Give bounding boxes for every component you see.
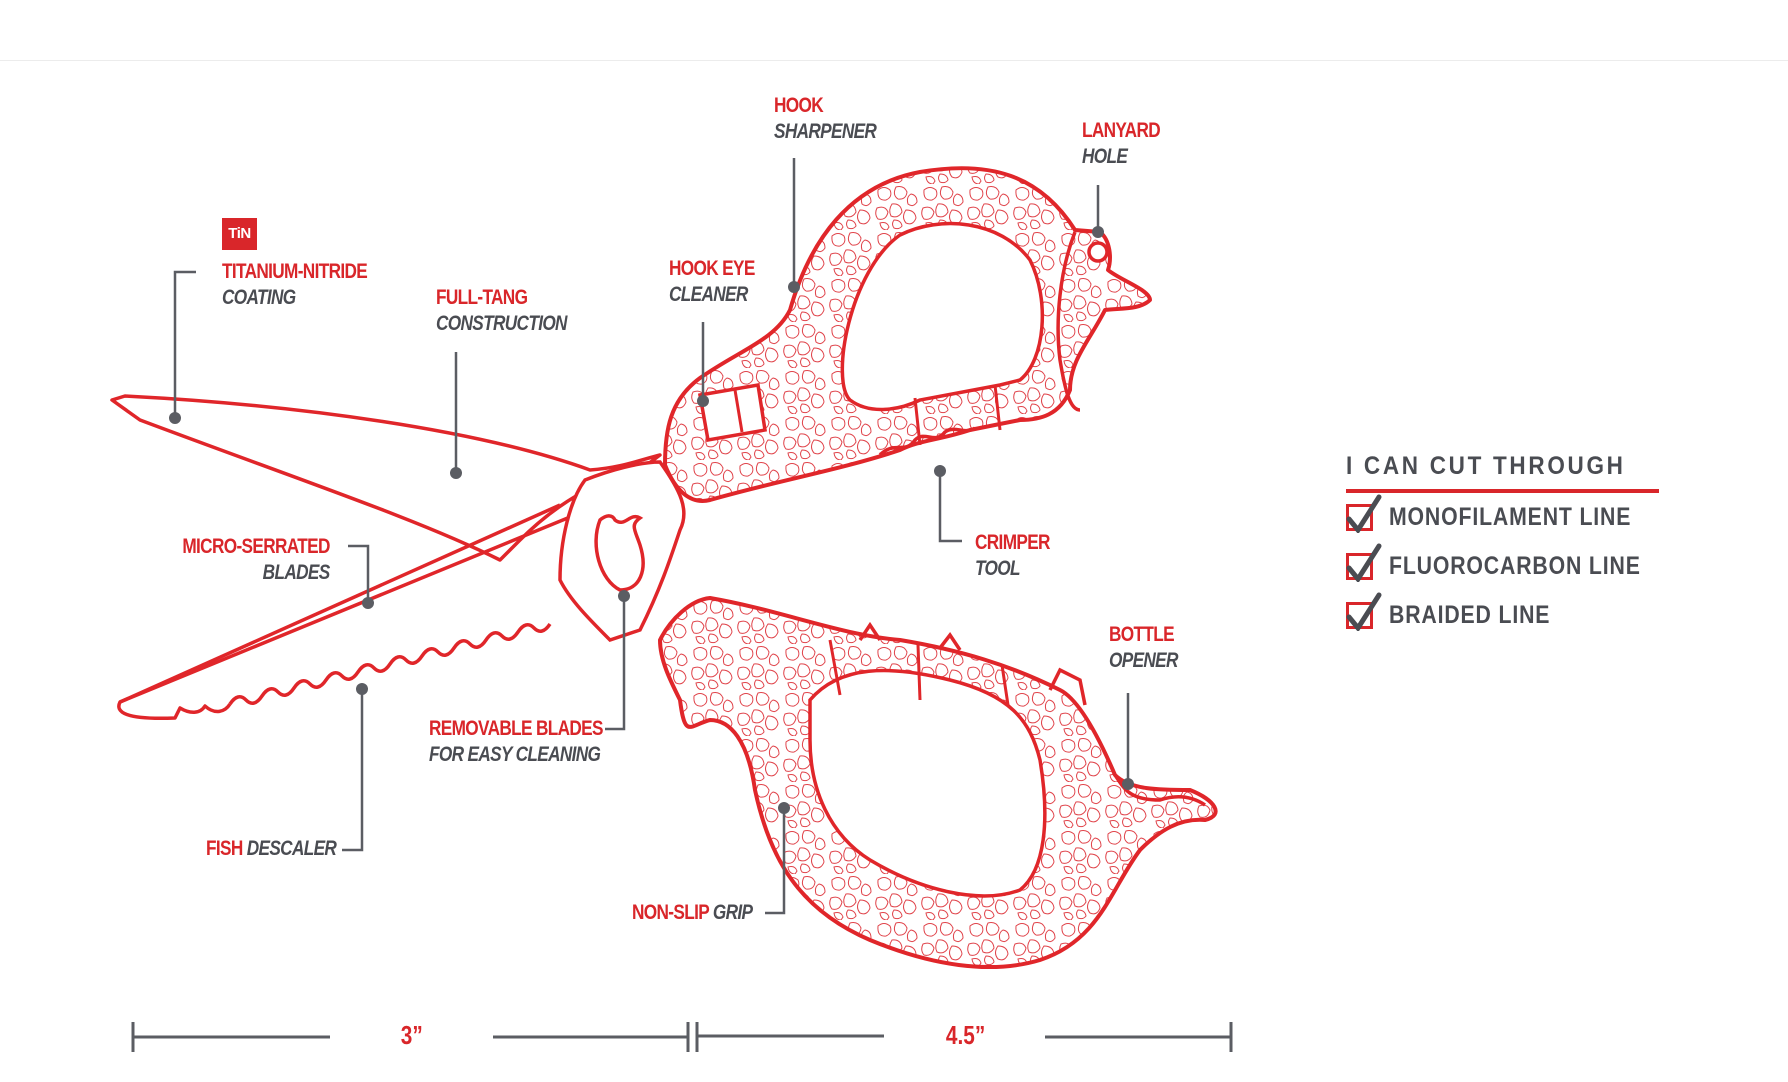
fish-sublabel: DESCALER (246, 837, 337, 860)
top-divider (0, 60, 1788, 61)
micro-serrated-edge (119, 503, 561, 704)
full-tang-sublabel: CONSTRUCTION (436, 312, 567, 335)
leader-lines (173, 158, 1130, 915)
removable-sublabel: FOR EASY CLEANING (429, 743, 601, 766)
micro-serrated-label: MICRO-SERRATED (182, 535, 331, 558)
item-label: BRAIDED LINE (1389, 601, 1551, 629)
crimper-teeth (878, 426, 977, 457)
cut-through-panel: I CAN CUT THROUGH MONOFILAMENT LINE FLUO… (1346, 452, 1659, 640)
bottle-sublabel: OPENER (1109, 649, 1178, 672)
hook-eye-sublabel: CLEANER (669, 283, 748, 306)
checkbox (1346, 543, 1382, 582)
non-slip-grip-label: NON-SLIP GRIP (632, 900, 753, 926)
item-label: FLUOROCARBON LINE (1389, 552, 1641, 580)
removable-label: REMOVABLE BLADES (429, 717, 603, 740)
bottle-label: BOTTLE (1109, 623, 1175, 646)
checkbox (1346, 494, 1382, 533)
grip-sublabel: GRIP (712, 901, 753, 924)
lower-finger-hole (808, 668, 1047, 898)
item-label: MONOFILAMENT LINE (1389, 503, 1632, 531)
grip-ridges (858, 621, 962, 651)
handle-length-label: 4.5” (945, 1020, 986, 1050)
lanyard-sublabel: HOLE (1082, 145, 1128, 168)
crimper-sublabel: TOOL (975, 557, 1021, 580)
descaler-teeth (228, 622, 552, 706)
crimper-label: CRIMPER (975, 531, 1050, 554)
upper-finger-hole (840, 221, 1045, 412)
titanium-label: TITANIUM-NITRIDE (222, 260, 368, 283)
leader-crimper (938, 471, 962, 543)
list-item: MONOFILAMENT LINE (1346, 493, 1659, 542)
hook-sharpener-label: HOOK (774, 94, 824, 117)
lanyard-loop (1056, 231, 1081, 412)
fish-descaler-label: FISH DESCALER (206, 836, 337, 862)
blade-length-label: 3” (400, 1020, 423, 1050)
hook-sharpener-sublabel: SHARPENER (774, 120, 877, 143)
leader-micro-serrated (348, 544, 370, 603)
leader-removable (605, 596, 626, 731)
list-item: BRAIDED LINE (1346, 591, 1659, 640)
hook-eye-label: HOOK EYE (669, 257, 755, 280)
micro-serrated-sublabel: BLADES (263, 561, 331, 584)
list-item: FLUOROCARBON LINE (1346, 542, 1659, 591)
grip-label: NON-SLIP (632, 901, 709, 924)
leader-fish (342, 689, 364, 852)
full-tang-label: FULL-TANG (436, 286, 528, 309)
pivot-hole (594, 514, 645, 592)
leader-dots (169, 226, 1134, 814)
hook-eye-slot (697, 382, 767, 443)
lanyard-hole (1087, 241, 1109, 263)
leader-titanium (173, 270, 196, 418)
fish-label: FISH (206, 837, 243, 860)
dimension-lines (131, 1022, 1233, 1052)
titanium-sublabel: COATING (222, 286, 296, 309)
panel-divider (1346, 489, 1659, 493)
checkbox (1346, 592, 1382, 631)
tin-badge: TiN (222, 218, 257, 250)
checkmark-icon (1346, 543, 1382, 582)
panel-title: I CAN CUT THROUGH (1346, 452, 1626, 480)
leader-grip (765, 808, 786, 915)
checkmark-icon (1346, 592, 1382, 631)
checkmark-icon (1346, 494, 1382, 533)
lanyard-label: LANYARD (1082, 119, 1161, 142)
lower-blade (117, 513, 576, 721)
